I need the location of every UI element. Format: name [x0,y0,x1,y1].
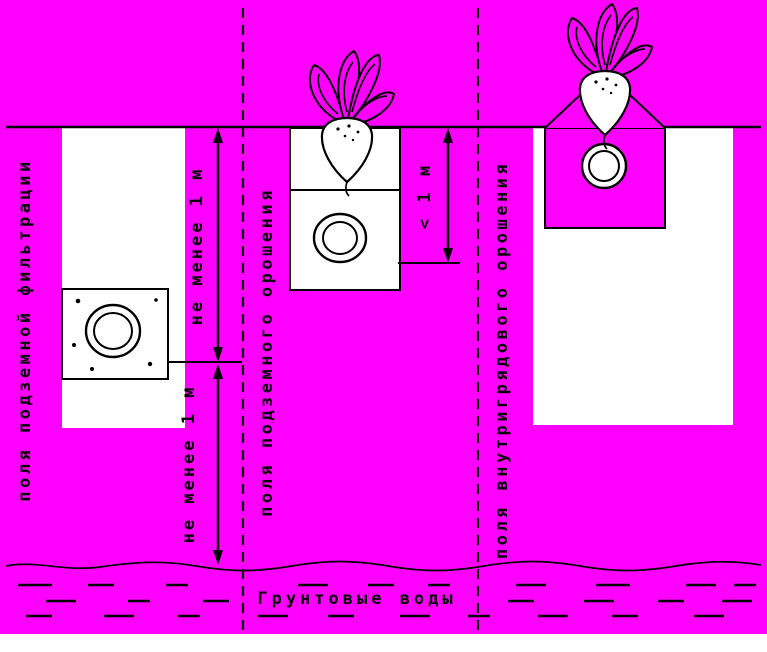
dimension-arrow-left-lower [213,364,223,565]
gravel-blob [147,361,153,367]
pipe-left-inner [93,312,133,350]
middle-section-label: поля подземного орошения [257,187,277,517]
pipe-right-inner [588,150,620,182]
groundwater-label: Грунтовые воды [257,589,456,609]
dimension-label-middle: < 1 м [415,163,435,229]
dimension-label-left-upper: не менее 1 м [187,167,207,326]
gravel-blob [75,298,81,304]
middle-irrigation-section [289,127,401,291]
left-section-label: поля подземной фильтрации [15,158,35,501]
dimension-arrow-middle [398,128,460,264]
gravel-blob [154,298,158,302]
dimension-label-left-lower: не менее 1 м [179,385,199,544]
gravel-blob [90,367,94,371]
right-ridge-section [533,127,733,425]
gravel-bed-left [61,288,169,380]
groundwater-line [5,560,762,572]
gravel-bed-middle [289,189,401,291]
trench-left [62,128,185,428]
right-section-label: поля внутригрядового орошения [492,161,512,559]
groundwater-dashes [18,583,756,618]
gravel-blob [72,343,76,347]
dimension-arrow-left-upper [168,128,242,363]
pipe-middle-inner [322,221,358,255]
left-filtration-section [61,128,185,428]
